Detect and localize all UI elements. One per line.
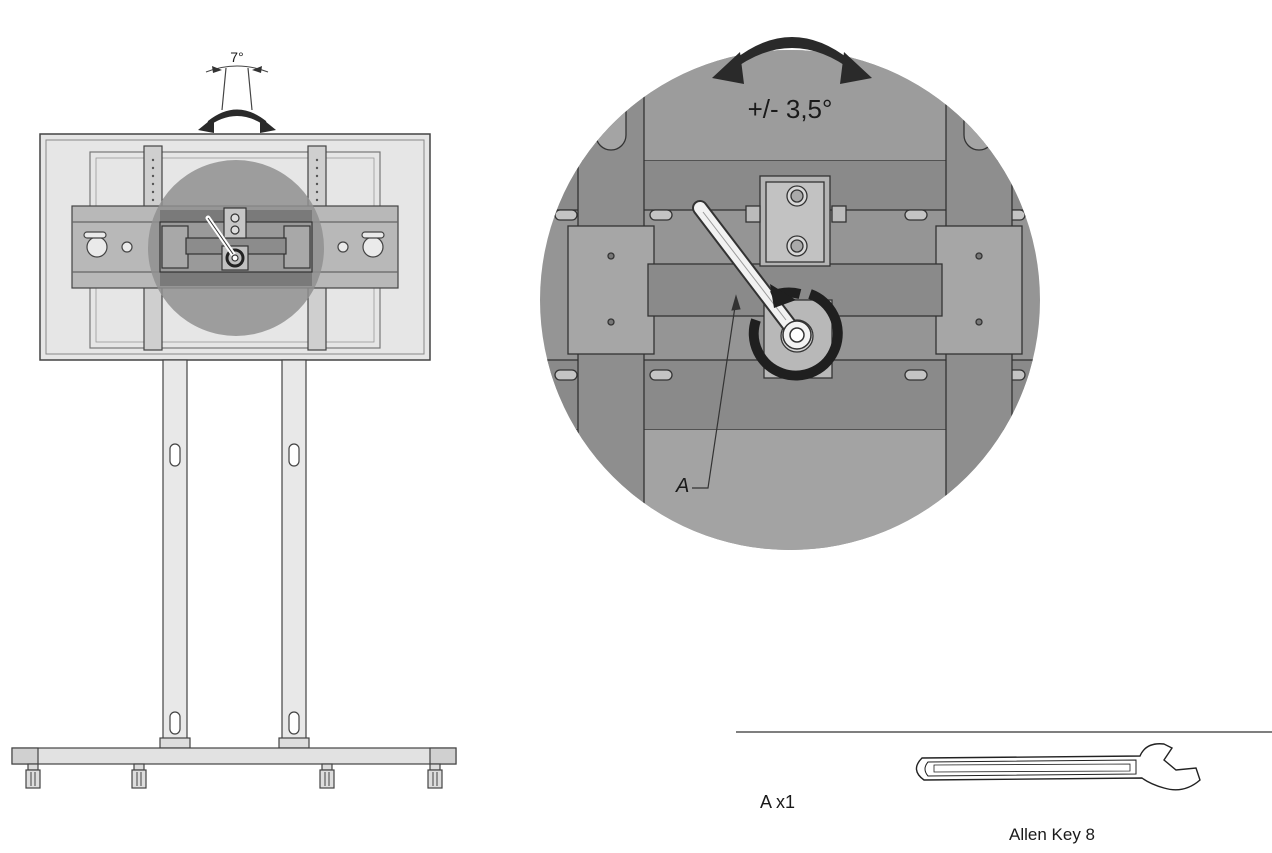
casters — [25, 763, 443, 789]
tv-stand-overview: 7° — [11, 49, 457, 789]
parts-list: A x1 Allen Key 8 — [736, 731, 1272, 844]
rotation-arrow-bolt — [748, 284, 843, 381]
tilt-angle-label: 7° — [230, 49, 243, 65]
tilt-angle-indicator — [205, 65, 269, 111]
rotation-arrow-small — [198, 109, 276, 133]
allen-key-icon — [915, 743, 1201, 791]
stand-base — [11, 747, 457, 765]
detail-magnified-view: +/- 3,5° A — [540, 37, 1040, 550]
callout-label-a: A — [675, 475, 689, 497]
left-leg — [162, 359, 188, 747]
tool-name-label: Allen Key 8 — [1009, 825, 1095, 844]
callout-leader — [692, 294, 741, 489]
right-leg — [281, 359, 307, 747]
rotation-range-label: +/- 3,5° — [748, 94, 833, 124]
part-quantity-label: A x1 — [760, 792, 795, 812]
rotation-arrow-large — [712, 37, 872, 84]
